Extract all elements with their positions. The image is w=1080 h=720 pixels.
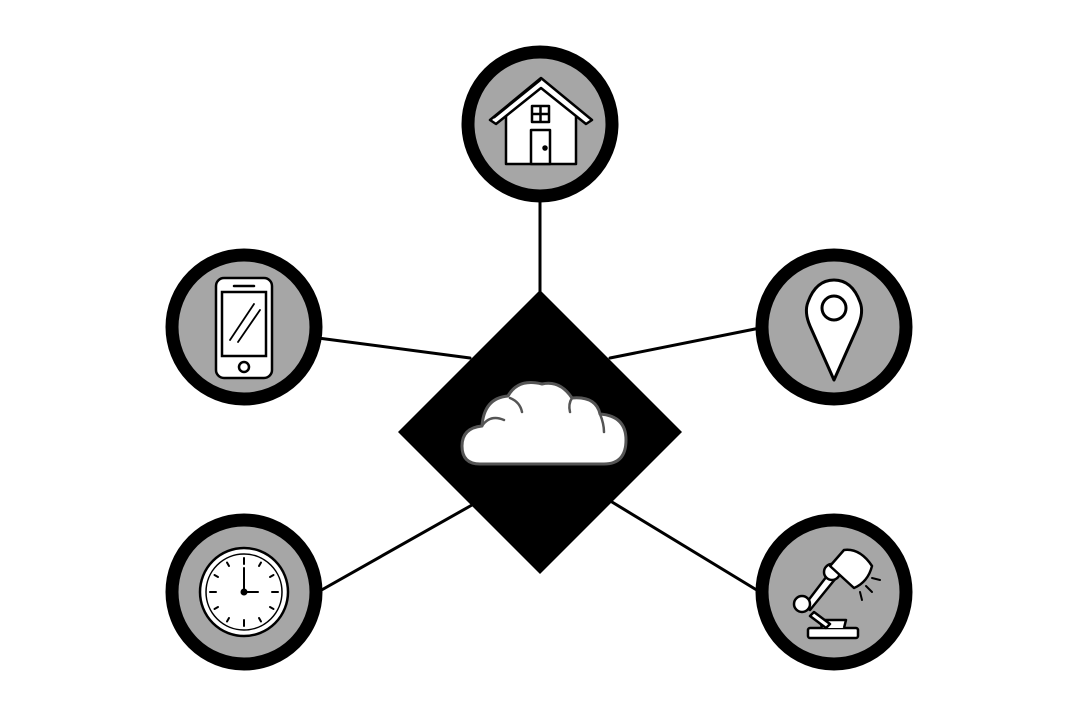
node-phone [165, 248, 323, 406]
node-lamp [755, 513, 913, 671]
house-icon [488, 76, 594, 166]
map-pin-icon [804, 278, 864, 382]
connector-phone [316, 336, 472, 360]
cloud-icon [460, 381, 628, 466]
connectors [316, 198, 762, 594]
hub-node [398, 290, 682, 574]
node-home [461, 45, 619, 203]
connector-location [608, 326, 762, 360]
node-location [755, 248, 913, 406]
smartphone-icon [214, 276, 274, 380]
desk-lamp-icon [792, 548, 881, 640]
node-lamp-ring [755, 513, 913, 671]
node-clock [165, 513, 323, 671]
connector-clock [316, 503, 474, 594]
clock-icon [198, 546, 290, 638]
connector-lamp [610, 500, 762, 594]
